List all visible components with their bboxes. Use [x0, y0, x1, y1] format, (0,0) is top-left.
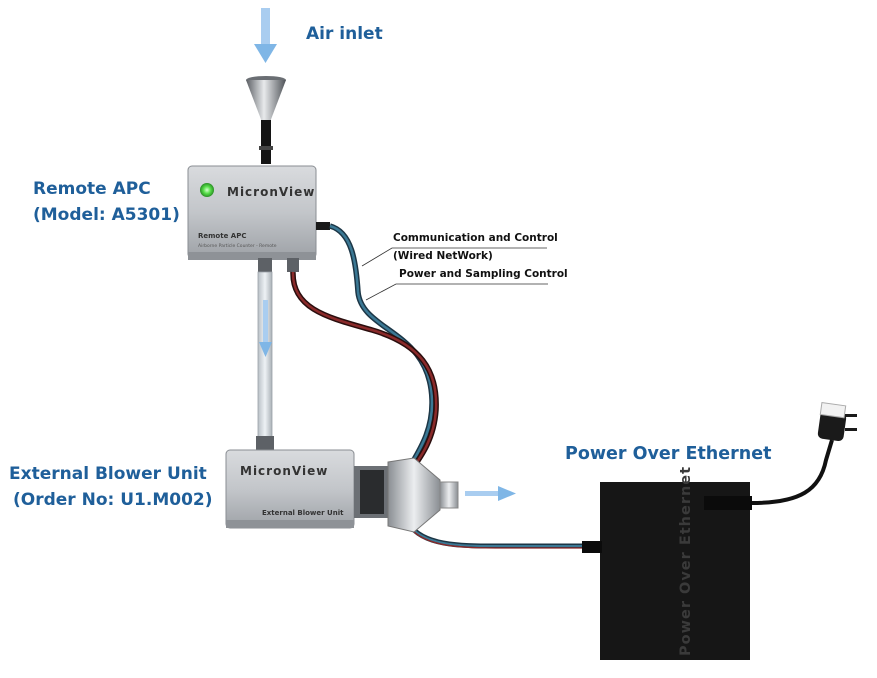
blower-name-text: External Blower Unit	[262, 509, 344, 517]
apc-subtitle-text: Airborne Particle Counter - Remote	[198, 243, 277, 249]
inlet-funnel	[246, 76, 286, 164]
air-inlet-label: Air inlet	[306, 24, 383, 44]
air-tube	[256, 271, 274, 452]
power-sampling-label: Power and Sampling Control	[399, 268, 568, 280]
exhaust-arrow	[465, 486, 516, 501]
apc-name-text: Remote APC	[198, 232, 246, 240]
external-blower-label: External Blower Unit	[9, 464, 207, 484]
comm-control-label: Communication and Control	[393, 232, 558, 244]
external-blower-device: MicronView External Blower Unit	[225, 449, 459, 533]
label-leaders	[361, 247, 548, 301]
power-plug-icon	[817, 401, 857, 442]
poe-box: Power Over Ethernet	[582, 466, 752, 660]
cables	[290, 223, 834, 549]
status-led	[200, 183, 214, 197]
remote-apc-model-label: (Model: A5301)	[33, 205, 180, 225]
comm-control-sub-label: (Wired NetWork)	[393, 250, 493, 262]
remote-apc-device: MicronView Remote APC Airborne Particle …	[187, 165, 330, 272]
external-blower-order-label: (Order No: U1.M002)	[13, 490, 213, 510]
poe-title-label: Power Over Ethernet	[565, 444, 772, 464]
poe-box-text: Power Over Ethernet	[678, 466, 694, 656]
blower-brand-text: MicronView	[240, 464, 328, 478]
remote-apc-label: Remote APC	[33, 179, 151, 199]
air-inlet-arrow	[254, 8, 277, 63]
apc-network-port	[316, 222, 330, 230]
apc-brand-text: MicronView	[227, 185, 315, 199]
